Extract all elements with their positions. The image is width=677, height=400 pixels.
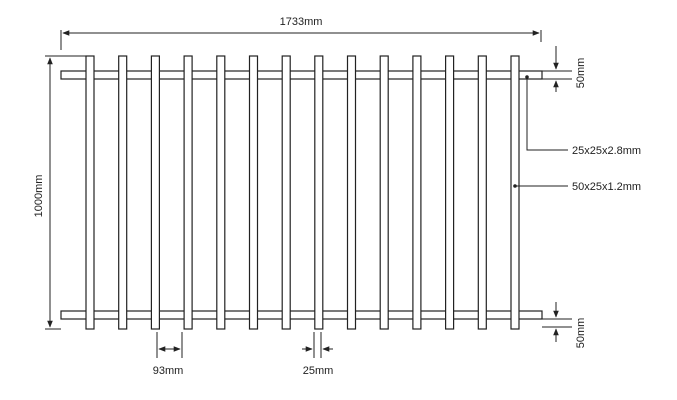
picket-width-label: 25mm bbox=[303, 365, 334, 377]
height-label: 1000mm bbox=[33, 175, 45, 218]
picket bbox=[183, 55, 193, 330]
pickets bbox=[85, 55, 520, 330]
picket bbox=[346, 55, 357, 330]
picket bbox=[314, 55, 324, 330]
rail-section-label: 25x25x2.8mm bbox=[572, 145, 641, 157]
width-dimension: 1733mm bbox=[60, 16, 542, 50]
top-rail-dimension: 50mm bbox=[542, 46, 587, 92]
callout-post-section: 50x25x1.2mm bbox=[513, 181, 641, 193]
bottom-rail-label: 50mm bbox=[575, 318, 587, 349]
picket bbox=[412, 55, 422, 330]
picket bbox=[248, 55, 259, 330]
picket bbox=[445, 55, 455, 330]
picket bbox=[281, 55, 291, 330]
picket bbox=[85, 55, 95, 330]
gap-label: 93mm bbox=[153, 365, 184, 377]
picket bbox=[150, 55, 160, 330]
width-label: 1733mm bbox=[280, 16, 323, 28]
top-rail bbox=[60, 70, 543, 80]
picket bbox=[118, 55, 128, 330]
picket-width-dimension: 25mm bbox=[302, 332, 333, 377]
picket bbox=[216, 55, 226, 330]
top-rail-label: 50mm bbox=[575, 58, 587, 89]
gap-dimension: 93mm bbox=[153, 332, 184, 377]
picket bbox=[510, 55, 520, 330]
picket bbox=[379, 55, 389, 330]
rails bbox=[60, 70, 543, 320]
height-dimension: 1000mm bbox=[33, 55, 86, 330]
post-section-label: 50x25x1.2mm bbox=[572, 181, 641, 193]
callout-rail-section: 25x25x2.8mm bbox=[525, 75, 641, 157]
picket bbox=[477, 55, 487, 330]
bottom-rail-dimension: 50mm bbox=[542, 302, 587, 348]
bottom-rail bbox=[60, 310, 543, 320]
